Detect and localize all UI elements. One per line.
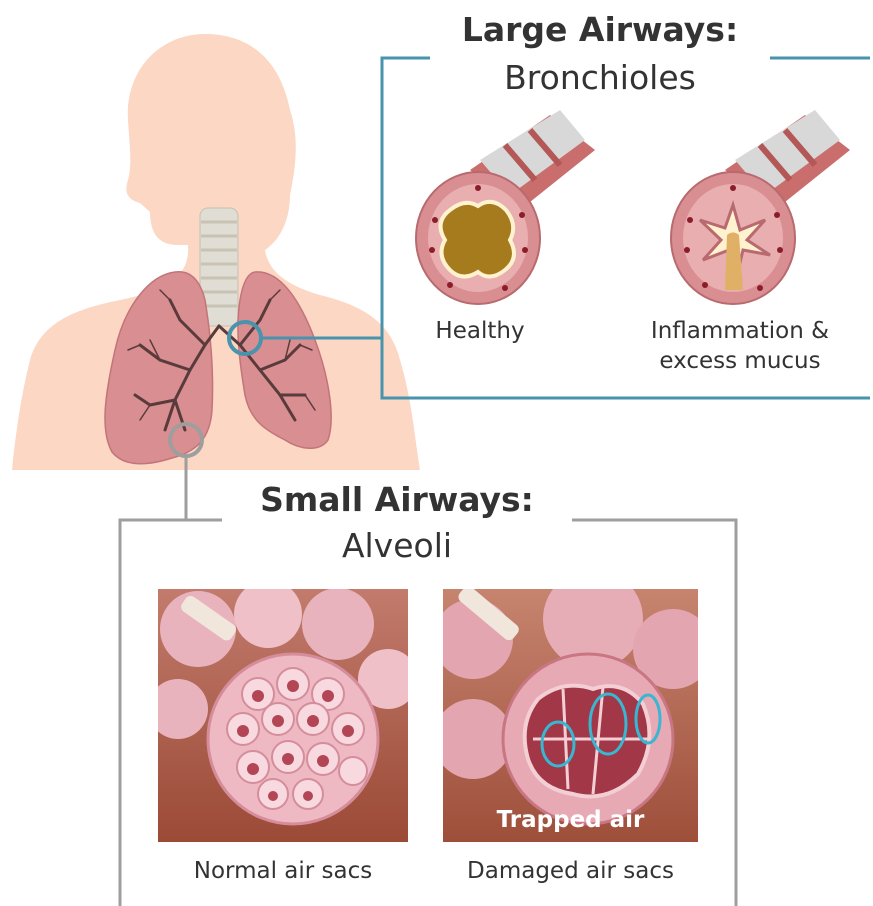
healthy-bronchiole-image [410, 110, 610, 310]
large-airways-title: Large Airways: [430, 10, 770, 49]
damaged-air-sacs-image: Trapped air [443, 589, 698, 842]
inflamed-bronchiole-image [665, 110, 865, 310]
normal-air-sacs-image [158, 589, 408, 842]
damaged-air-sacs-caption: Damaged air sacs [443, 856, 698, 886]
normal-air-sacs-caption: Normal air sacs [158, 856, 408, 886]
large-airways-subtitle: Bronchioles [430, 58, 770, 97]
inflamed-caption-line1: Inflammation & [620, 316, 860, 346]
small-airways-subtitle: Alveoli [222, 526, 572, 565]
small-airways-title: Small Airways: [222, 480, 572, 519]
inflamed-caption-line2: excess mucus [620, 346, 860, 376]
trapped-air-label: Trapped air [443, 807, 698, 833]
healthy-caption: Healthy [410, 316, 550, 346]
